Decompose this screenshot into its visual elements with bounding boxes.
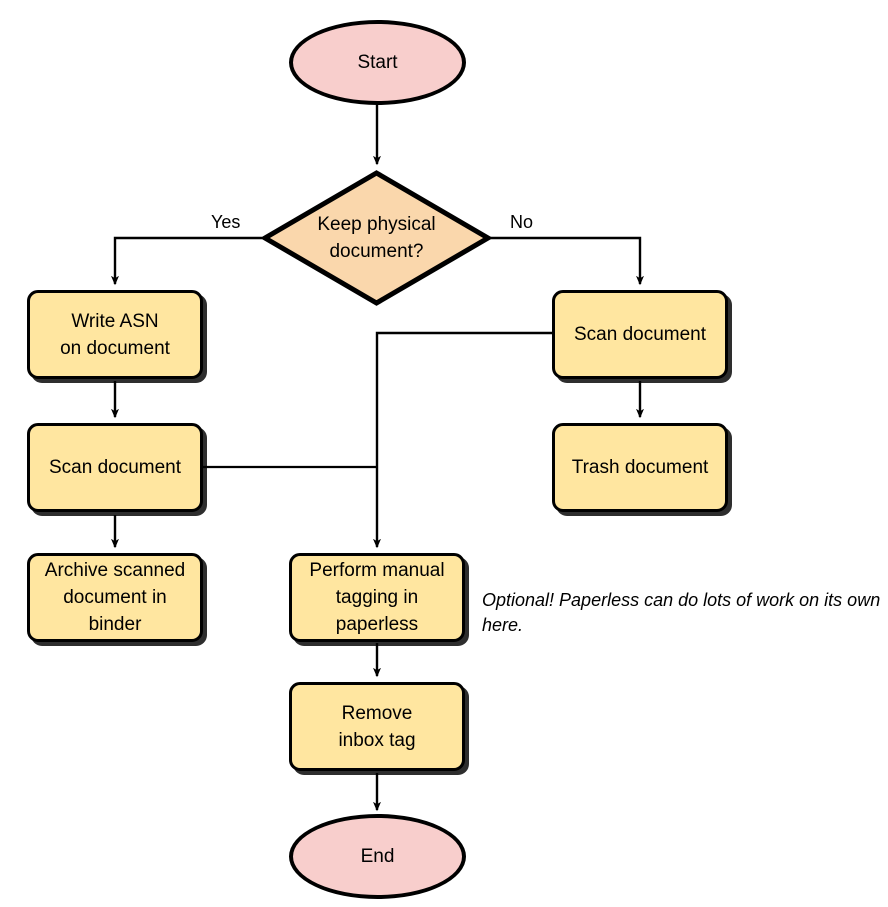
edge-label-yes: Yes — [211, 212, 241, 232]
node-scan-document-left-label: Scan document — [48, 457, 182, 478]
node-trash-document[interactable]: Trash document — [552, 423, 728, 512]
edge-decision-yes-to-write-asn — [111, 236, 262, 286]
node-remove-inbox-tag[interactable]: Remove inbox tag — [289, 682, 465, 771]
node-end[interactable]: End — [289, 814, 466, 899]
node-write-asn-label: Write ASN on document — [60, 310, 170, 359]
diamond-shape — [262, 170, 491, 306]
node-scan-document-right-label: Scan document — [573, 324, 707, 345]
node-remove-inbox-tag-label: Remove inbox tag — [338, 702, 416, 751]
node-archive-scanned-document-in-binder[interactable]: Archive scanned document in binder — [27, 553, 203, 642]
node-perform-manual-tagging-in-paperless[interactable]: Perform manual tagging in paperless — [289, 553, 465, 642]
node-archive-binder-label: Archive scanned document in binder — [44, 560, 186, 635]
node-start[interactable]: Start — [289, 20, 466, 105]
edge-decision-no-to-scan-right — [490, 236, 644, 286]
annotation-optional-note: Optional! Paperless can do lots of work … — [482, 590, 881, 635]
node-manual-tagging-label: Perform manual tagging in paperless — [309, 560, 445, 635]
node-trash-document-label: Trash document — [571, 457, 709, 478]
edge-label-no: No — [510, 212, 534, 232]
edge-scan-right-to-manual-tagging — [373, 331, 552, 549]
node-start-label: Start — [357, 52, 398, 73]
node-scan-document-left[interactable]: Scan document — [27, 423, 203, 512]
node-write-asn-on-document[interactable]: Write ASN on document — [27, 290, 203, 379]
node-scan-document-right[interactable]: Scan document — [552, 290, 728, 379]
node-keep-physical-document-label: Keep physical document? — [317, 214, 436, 262]
node-keep-physical-document-decision[interactable]: Keep physical document? — [262, 170, 491, 306]
node-end-label: End — [360, 846, 395, 867]
